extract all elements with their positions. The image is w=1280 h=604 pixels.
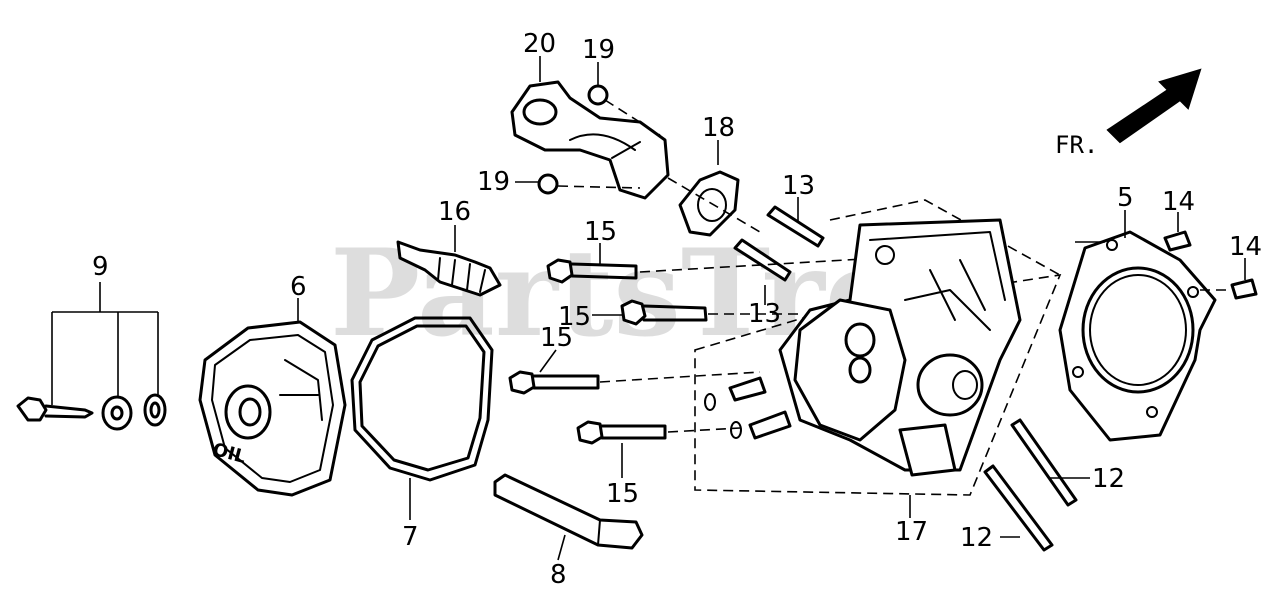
callout-8: 8 xyxy=(550,560,567,590)
part-7-cover-gasket xyxy=(350,316,494,520)
callout-16: 16 xyxy=(438,197,471,227)
dowel-pins xyxy=(704,376,792,440)
callout-13-top: 13 xyxy=(782,171,815,201)
part-5-head-gasket xyxy=(1058,210,1217,442)
callout-7: 7 xyxy=(402,522,419,552)
callout-13-mid: 13 xyxy=(748,299,781,329)
callout-15-b: 15 xyxy=(558,302,591,332)
callout-14-b: 14 xyxy=(1229,232,1262,262)
callout-12-right: 12 xyxy=(1092,464,1125,494)
callout-18: 18 xyxy=(702,113,735,143)
part-16-spark-plug xyxy=(396,225,502,297)
callout-labels: 20 19 19 18 16 15 15 15 15 13 13 9 6 7 8… xyxy=(92,29,1262,590)
part-20-intake-elbow xyxy=(510,56,670,200)
part-17-cylinder-head xyxy=(694,199,1062,518)
callout-9: 9 xyxy=(92,252,109,282)
part-8-breather-tube xyxy=(493,473,644,561)
front-label: FR. xyxy=(1055,131,1098,159)
part-15-bolts xyxy=(508,243,881,478)
part-18-elbow-gasket xyxy=(667,140,761,237)
part-19-nuts xyxy=(515,62,661,195)
part-13-studs xyxy=(733,197,825,305)
callout-15-d: 15 xyxy=(606,479,639,509)
callout-17: 17 xyxy=(895,517,928,547)
callout-6: 6 xyxy=(290,272,307,302)
callout-15-c: 15 xyxy=(540,323,573,353)
callout-19-left: 19 xyxy=(477,167,510,197)
part-14-dowels xyxy=(1163,212,1258,300)
front-direction-arrow: FR. xyxy=(1055,68,1202,159)
part-12-head-studs xyxy=(983,418,1090,552)
callout-12-bottom: 12 xyxy=(960,523,993,553)
callout-5: 5 xyxy=(1117,183,1134,213)
callout-14-a: 14 xyxy=(1162,187,1195,217)
callout-15-a: 15 xyxy=(584,217,617,247)
callout-20: 20 xyxy=(523,29,556,59)
part-9-bolt-washers xyxy=(16,282,167,431)
callout-19-top: 19 xyxy=(582,35,615,65)
part-6-valve-cover: OIL xyxy=(198,298,347,497)
